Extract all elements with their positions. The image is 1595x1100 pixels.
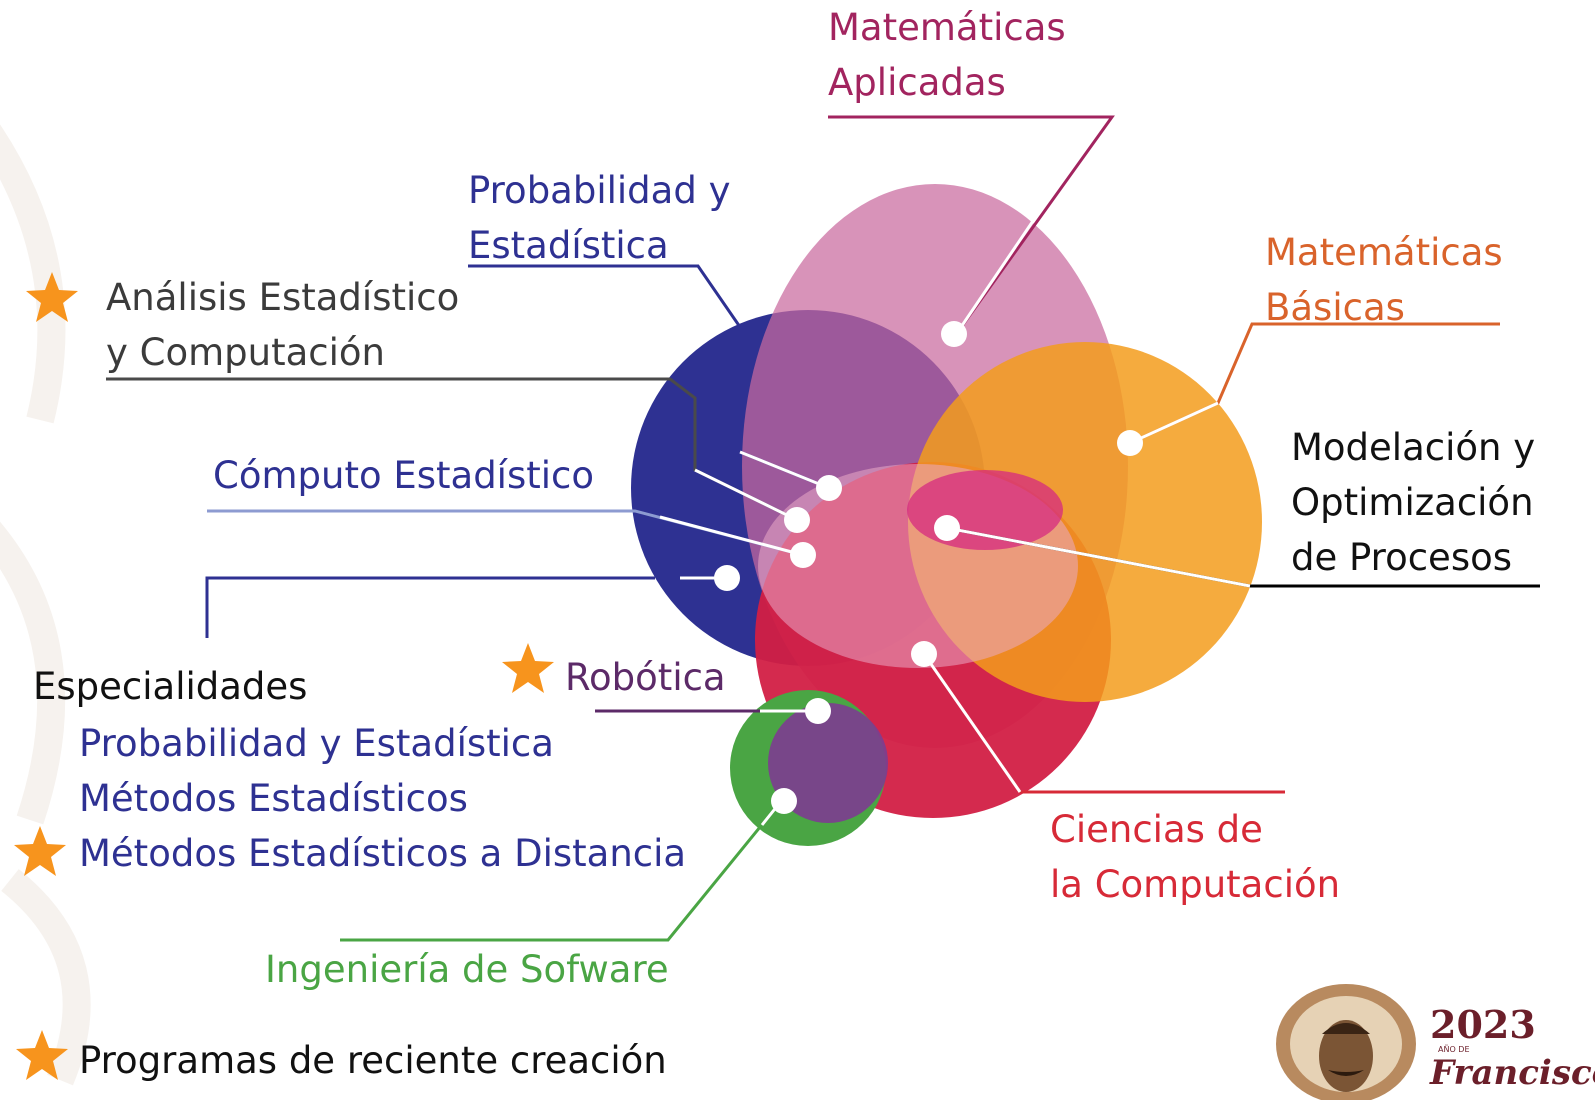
line-inner-mat-aplicadas [955,217,1037,334]
line-inner-computo [659,515,804,557]
logo-small: AÑO DE [1438,1044,1470,1054]
line-inner-analisis [694,468,798,522]
line-inner-modelacion [946,526,1251,588]
dot-computo [790,542,816,568]
line-especialidades [205,576,655,638]
especialidad-item: Probabilidad y Estadística [79,722,554,765]
background-watermark [0,124,91,1086]
label-modelacion: Modelación y Optimización de Procesos [1291,426,1536,579]
label-especialidades: Especialidades [33,659,307,714]
dot-robotica [805,698,831,724]
label-ingenieria-software: Ingeniería de Sofware [265,948,669,991]
line-inner-prob [739,450,830,490]
label-ciencias-computacion: Ciencias de la Computación [1050,808,1341,906]
legend-text: Programas de reciente creación [79,1039,667,1082]
line-inner-basicas [1129,401,1219,445]
especialidades-list: Probabilidad y Estadística Métodos Estad… [79,716,686,881]
star-icon [26,272,78,322]
dot-mat-basicas [1117,430,1143,456]
label-computo-estadistico: Cómputo Estadístico [213,454,595,497]
star-icon [16,1030,68,1080]
especialidades-title: Especialidades [33,665,308,708]
line-mat-aplicadas [828,115,1115,334]
label-matematicas-aplicadas: Matemáticas Aplicadas [828,6,1066,104]
line-ingenieria [340,799,784,942]
dot-mat-aplicadas [941,321,967,347]
label-probabilidad-estadistica: Probabilidad y Estadística [468,169,731,267]
logo-2023-francisco: 2023 AÑO DE Francisco [1276,984,1595,1100]
label-matematicas-basicas: Matemáticas Básicas [1265,231,1503,329]
dot-ciencias [911,641,937,667]
dot-analisis [784,507,810,533]
logo-name: Francisco [1429,1053,1595,1093]
blob-modelacion-core [907,470,1063,550]
especialidad-item: Métodos Estadísticos [79,777,468,820]
logo-year: 2023 [1430,1002,1536,1047]
dot-modelacion [934,515,960,541]
label-analisis-estadistico: Análisis Estadístico y Computación [106,276,460,374]
dot-ingenieria [771,788,797,814]
blob-robotica [768,703,888,823]
especialidad-item: Métodos Estadísticos a Distancia [79,832,687,875]
star-icon [14,826,66,876]
star-icon [502,643,554,693]
line-inner-ciencias [922,653,1022,793]
dot-especialidades [714,565,740,591]
dot-prob-est [816,475,842,501]
label-robotica: Robótica [565,656,726,699]
